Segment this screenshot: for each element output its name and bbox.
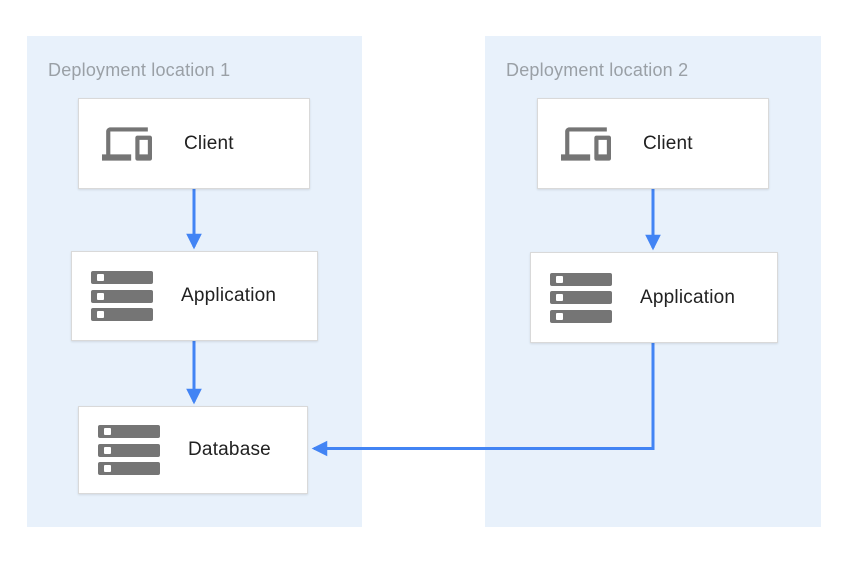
server-led bbox=[104, 446, 111, 454]
region-label-1: Deployment location 1 bbox=[48, 60, 231, 80]
node-label: Client bbox=[184, 132, 234, 154]
node-client-1: Client bbox=[78, 98, 310, 189]
server-bar bbox=[98, 425, 160, 438]
node-label: Client bbox=[643, 132, 693, 154]
node-database-1: Database bbox=[78, 406, 308, 494]
server-led bbox=[556, 312, 563, 320]
server-led bbox=[104, 465, 111, 472]
server-led bbox=[97, 274, 104, 281]
node-label: Database bbox=[188, 439, 271, 460]
server-bar bbox=[550, 272, 612, 286]
server-led bbox=[104, 428, 111, 435]
node-client-2: Client bbox=[537, 98, 769, 189]
server-bar bbox=[98, 443, 160, 457]
server-bar bbox=[550, 291, 612, 304]
server-stack-icon bbox=[91, 271, 153, 321]
devices-icon bbox=[98, 119, 156, 169]
server-bar bbox=[91, 289, 153, 303]
server-stack-icon bbox=[550, 272, 612, 323]
node-application-2: Application bbox=[530, 252, 778, 343]
node-application-1: Application bbox=[71, 251, 318, 341]
server-bar bbox=[91, 271, 153, 284]
server-led bbox=[556, 275, 563, 283]
server-bar bbox=[98, 462, 160, 475]
node-label: Application bbox=[640, 286, 736, 308]
node-label: Application bbox=[181, 285, 277, 306]
server-led bbox=[556, 294, 563, 301]
server-stack-icon bbox=[98, 425, 160, 475]
server-led bbox=[97, 311, 104, 318]
server-bar bbox=[550, 309, 612, 323]
devices-icon bbox=[557, 119, 615, 169]
server-bar bbox=[91, 308, 153, 321]
region-label-2: Deployment location 2 bbox=[506, 60, 689, 80]
server-led bbox=[97, 292, 104, 300]
